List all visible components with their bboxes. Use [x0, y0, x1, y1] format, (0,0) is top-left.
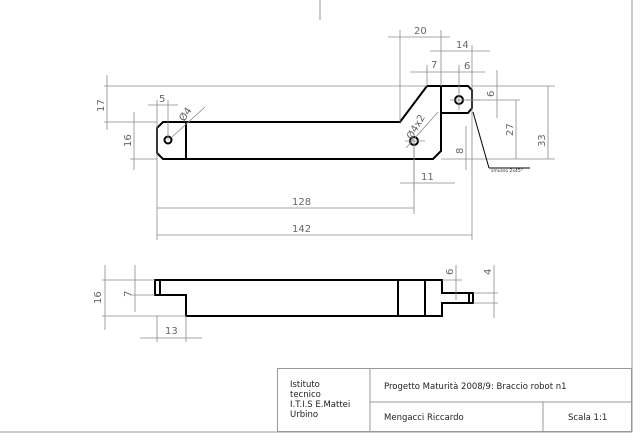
- dim-front-4: 4: [483, 269, 494, 275]
- dim-front-6: 6: [445, 269, 456, 275]
- school-line-2: tecnico: [290, 390, 321, 400]
- dim-5: 5: [159, 94, 165, 105]
- front-view-dimension-labels: 16 7 13 6 4: [93, 269, 494, 337]
- scale-label: Scala 1:1: [568, 413, 607, 423]
- top-view-outline: [156, 85, 473, 160]
- school-line-1: Istituto: [290, 380, 320, 390]
- dim-20: 20: [414, 26, 427, 37]
- front-view: [154, 279, 474, 317]
- school-line-4: Urbino: [290, 410, 318, 420]
- dim-hole-left: Ø4: [177, 105, 195, 124]
- front-view-outline: [154, 279, 474, 317]
- dim-7: 7: [431, 60, 437, 71]
- dim-142: 142: [292, 224, 311, 235]
- top-view-dimension-labels: 20 14 7 6 6 27 33 8 11 Ø4x2 smusso 2x45°…: [96, 26, 548, 235]
- chamfer-note: smusso 2x45°: [491, 168, 523, 174]
- dim-11: 11: [421, 172, 434, 183]
- dim-17: 17: [96, 99, 107, 112]
- author-name: Mengacci Riccardo: [384, 413, 464, 423]
- project-title: Progetto Maturità 2008/9: Braccio robot …: [384, 382, 567, 392]
- top-view: [156, 85, 480, 160]
- dim-33: 33: [537, 134, 548, 147]
- dim-14: 14: [456, 40, 469, 51]
- dim-front-16: 16: [93, 291, 104, 304]
- dim-16: 16: [123, 134, 134, 147]
- dim-6-horizontal: 6: [464, 61, 470, 72]
- dim-128: 128: [292, 197, 311, 208]
- title-block: Istituto tecnico I.T.I.S E.Mattei Urbino…: [277, 368, 632, 432]
- dim-6-vertical: 6: [486, 91, 497, 97]
- top-view-dimensions: [104, 30, 555, 240]
- dim-front-13: 13: [165, 326, 178, 337]
- dim-27: 27: [505, 123, 516, 136]
- school-line-3: I.T.I.S E.Mattei: [290, 400, 350, 410]
- dim-front-7: 7: [123, 291, 134, 297]
- dim-8: 8: [455, 148, 466, 154]
- front-view-dimensions: [102, 265, 498, 342]
